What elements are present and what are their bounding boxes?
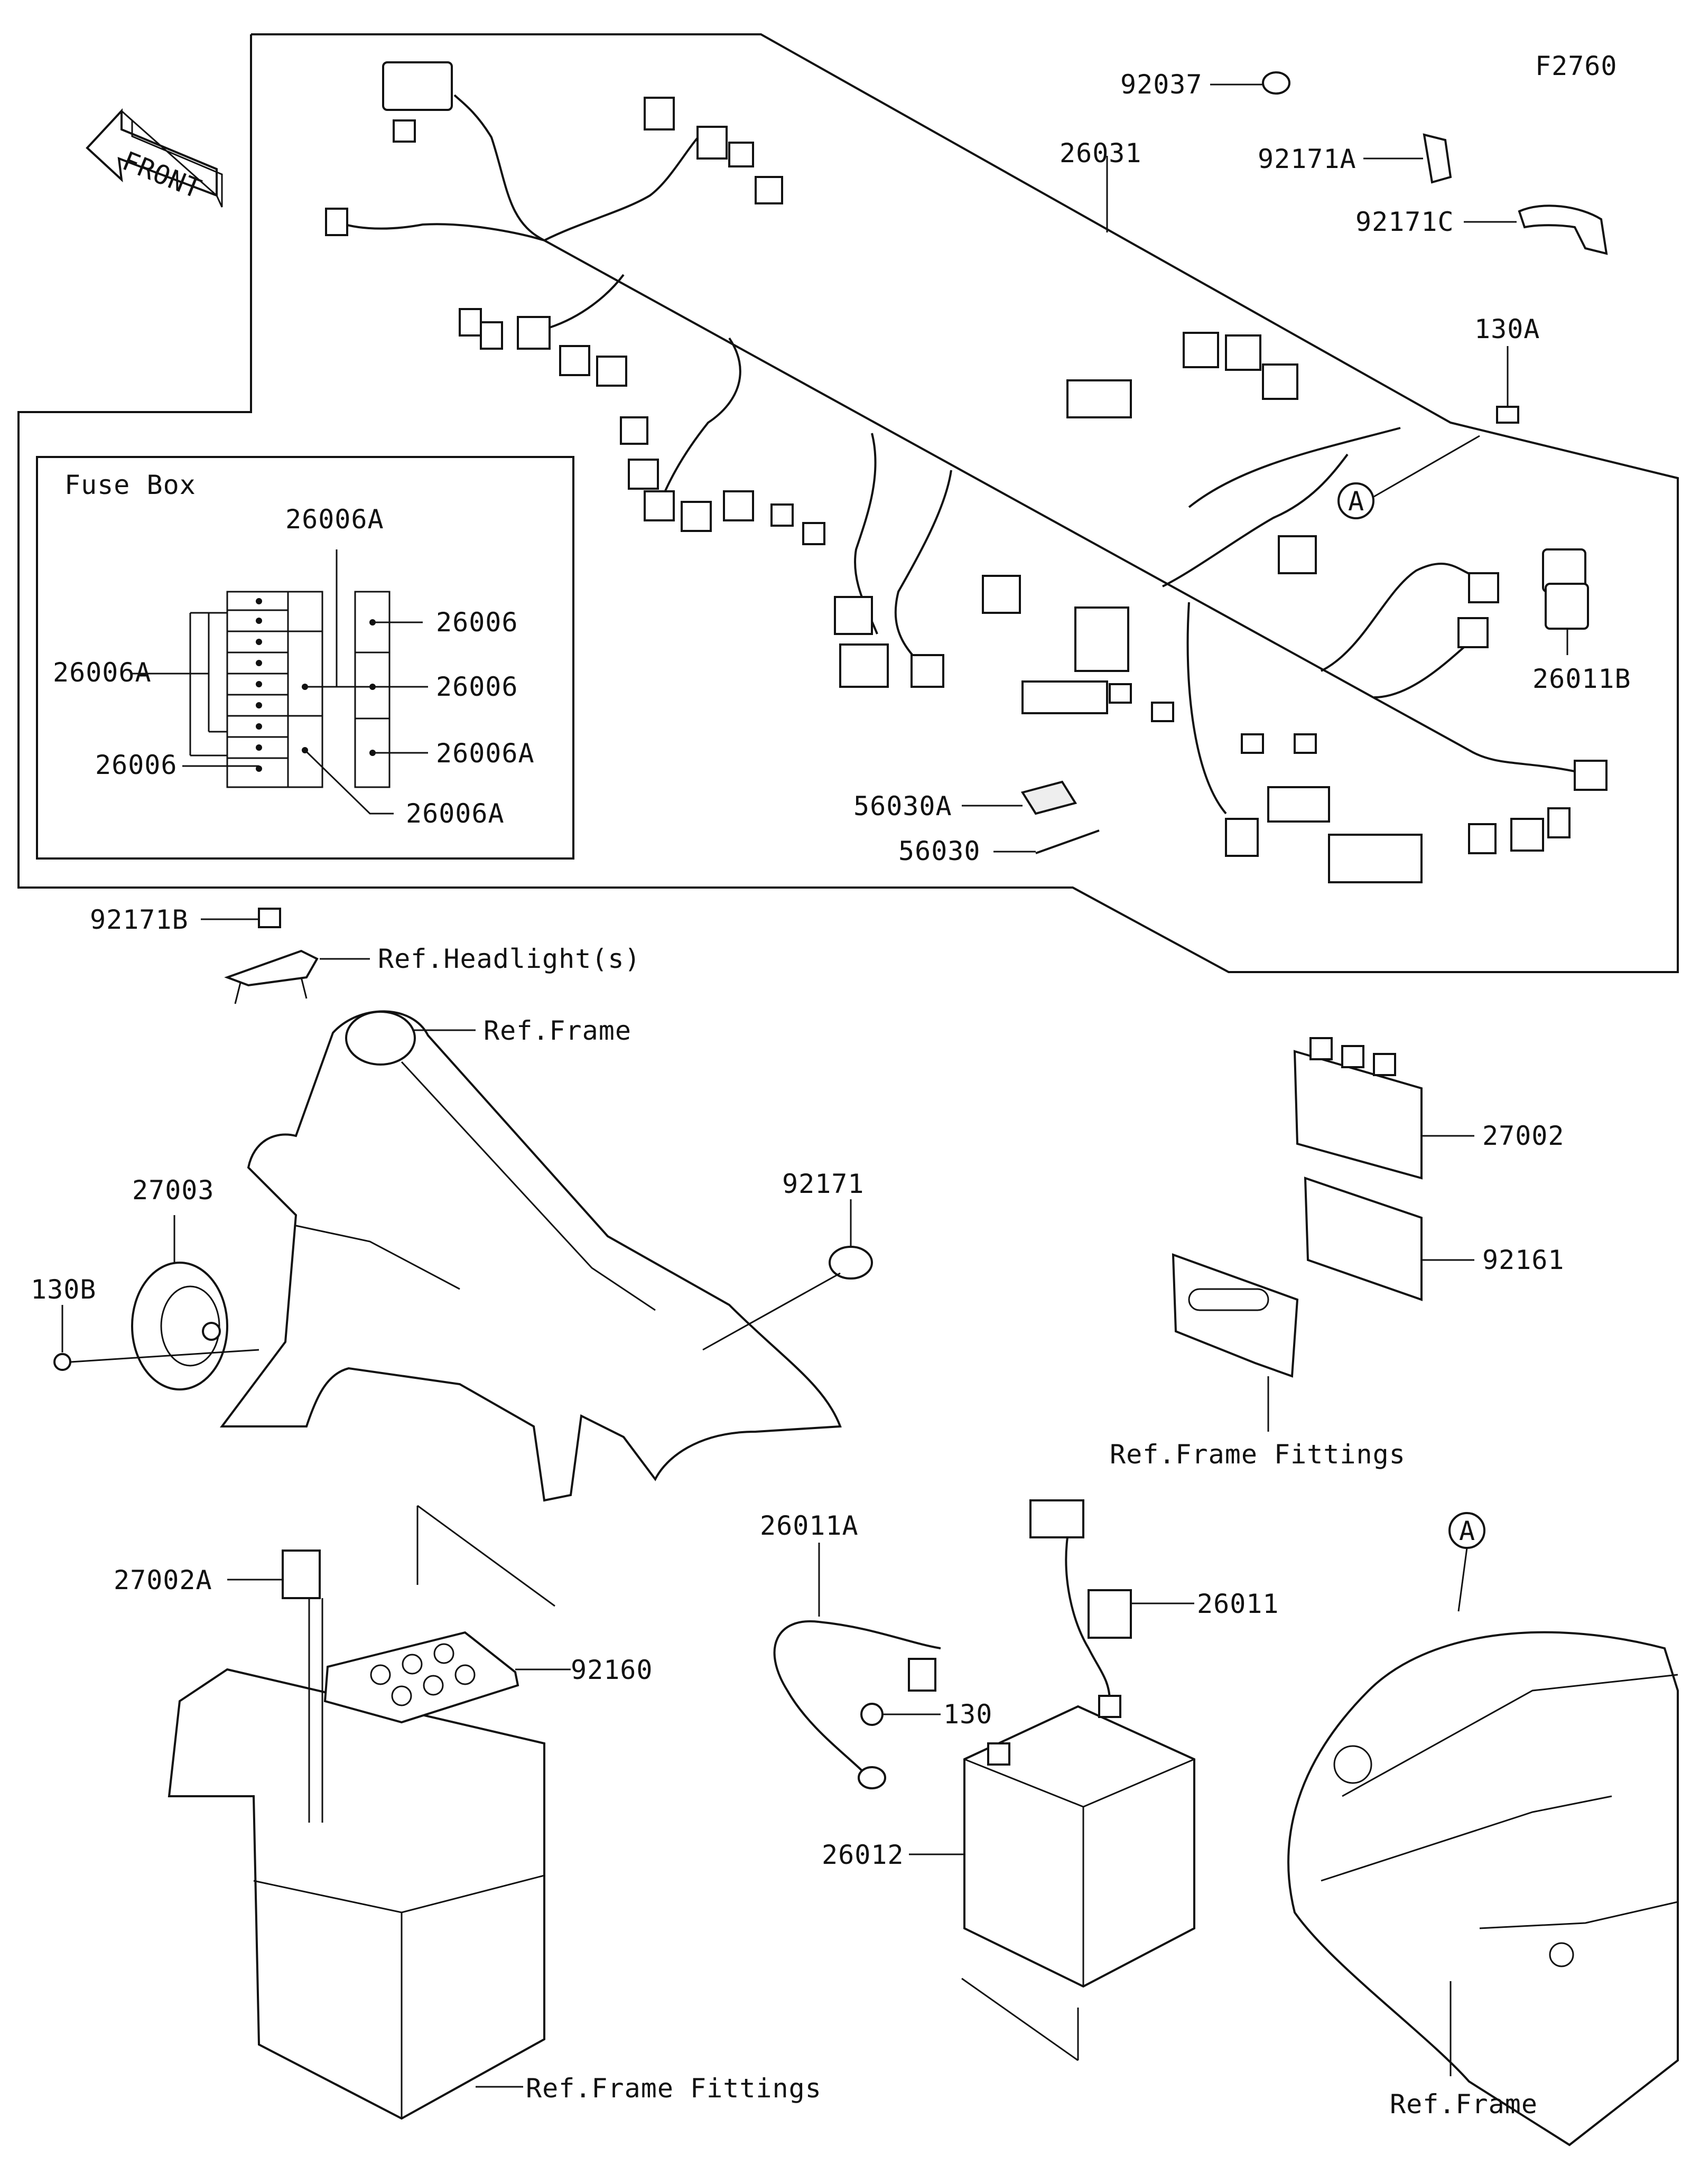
fuse-label-top: 26006A — [285, 504, 384, 535]
label-circle-a: A — [1348, 486, 1364, 517]
bottom-section: Ref.Frame Fittings 27002A 92160 26011A 1… — [114, 1499, 1679, 2146]
part-26011B-connector — [1545, 583, 1589, 630]
battery-26012 — [963, 1705, 1195, 1988]
fuse-label-right-mid: 26006 — [436, 671, 518, 702]
label-27002A: 27002A — [114, 1565, 212, 1595]
fuse-label-left-bottom: 26006 — [95, 750, 178, 780]
fuse-block-middle — [287, 591, 323, 788]
label-circle-a-bottom: A — [1459, 1516, 1475, 1546]
label-ref-frame-fittings-mid: Ref.Frame Fittings — [1110, 1439, 1406, 1470]
ecu-bracket — [1172, 1253, 1299, 1378]
label-26011A: 26011A — [760, 1510, 859, 1541]
figure-code: F2760 — [1535, 51, 1618, 81]
part-130A-bolt — [1496, 406, 1519, 424]
headlight-bracket — [224, 949, 319, 987]
label-26011: 26011 — [1197, 1589, 1279, 1619]
fuse-box-frame — [36, 456, 574, 860]
rear-frame — [1287, 1631, 1679, 2146]
ecu-27002 — [1293, 1050, 1423, 1180]
label-130A: 130A — [1474, 314, 1540, 344]
label-92171: 92171 — [782, 1169, 865, 1199]
label-130B: 130B — [31, 1274, 96, 1305]
part-92171C-clip — [1518, 204, 1608, 255]
part-92171-clip — [829, 1246, 873, 1280]
label-ref-frame-top: Ref.Frame — [484, 1015, 631, 1046]
label-92161: 92161 — [1482, 1245, 1565, 1275]
fuse-label-bottom: 26006A — [406, 798, 505, 829]
part-92171A-clip — [1423, 133, 1452, 184]
circle-marker-a — [1337, 482, 1374, 519]
label-ref-headlight: Ref.Headlight(s) — [378, 944, 641, 974]
bolt-130 — [860, 1703, 884, 1726]
part-92037-clamp — [1262, 71, 1290, 95]
relay-27002A — [282, 1550, 321, 1599]
label-92160: 92160 — [571, 1655, 653, 1685]
part-56030-pin — [1035, 829, 1100, 854]
label-ref-frame-bottom: Ref.Frame — [1390, 2089, 1538, 2120]
harness-section-border — [17, 33, 1679, 973]
leader-26006A-bottom — [304, 749, 394, 815]
label-26012: 26012 — [822, 1840, 904, 1870]
front-arrow-icon: FRONT — [86, 108, 223, 208]
battery-case — [168, 1668, 545, 2120]
label-92037: 92037 — [1120, 69, 1203, 100]
label-26011B: 26011B — [1532, 664, 1631, 694]
label-92171A: 92171A — [1258, 144, 1356, 174]
fuse-block-right — [354, 591, 391, 788]
label-92171B: 92171B — [90, 904, 189, 935]
label-130: 130 — [943, 1699, 992, 1730]
label-56030: 56030 — [898, 836, 981, 866]
fuse-box-title: Fuse Box — [64, 470, 196, 500]
label-ref-frame-fittings-bottom: Ref.Frame Fittings — [526, 2073, 822, 2104]
fuse-label-right-top: 26006 — [436, 607, 518, 638]
part-130B-bolt — [53, 1353, 71, 1371]
fuse-label-right-bottom: 26006A — [436, 738, 535, 769]
horn-27003 — [131, 1262, 228, 1390]
label-27003: 27003 — [132, 1175, 215, 1206]
fuse-label-left-mid: 26006A — [53, 657, 152, 688]
cable-26011A — [773, 1620, 868, 1776]
main-frame — [220, 1010, 842, 1502]
label-27002: 27002 — [1482, 1121, 1565, 1151]
connector-26011-top — [1029, 1499, 1084, 1538]
label-56030A: 56030A — [853, 791, 952, 822]
main-wiring-harness — [325, 61, 1608, 883]
label-92171C: 92171C — [1355, 207, 1454, 237]
part-56030A-tag — [1020, 780, 1077, 815]
label-26031: 26031 — [1060, 138, 1142, 169]
fuse-box-inset: Fuse Box — [36, 456, 574, 860]
front-section: 92171B Ref.Headlight(s) Ref.Frame 27003 … — [31, 904, 1565, 1502]
rubber-mat-92160 — [323, 1631, 519, 1724]
small-parts-top-right: 92037 92171A 92171C 26031 130A A 26011B … — [853, 69, 1631, 866]
cable-26011 — [1065, 1537, 1111, 1702]
part-92171B-clip — [258, 908, 281, 928]
rubber-92161 — [1304, 1177, 1423, 1301]
